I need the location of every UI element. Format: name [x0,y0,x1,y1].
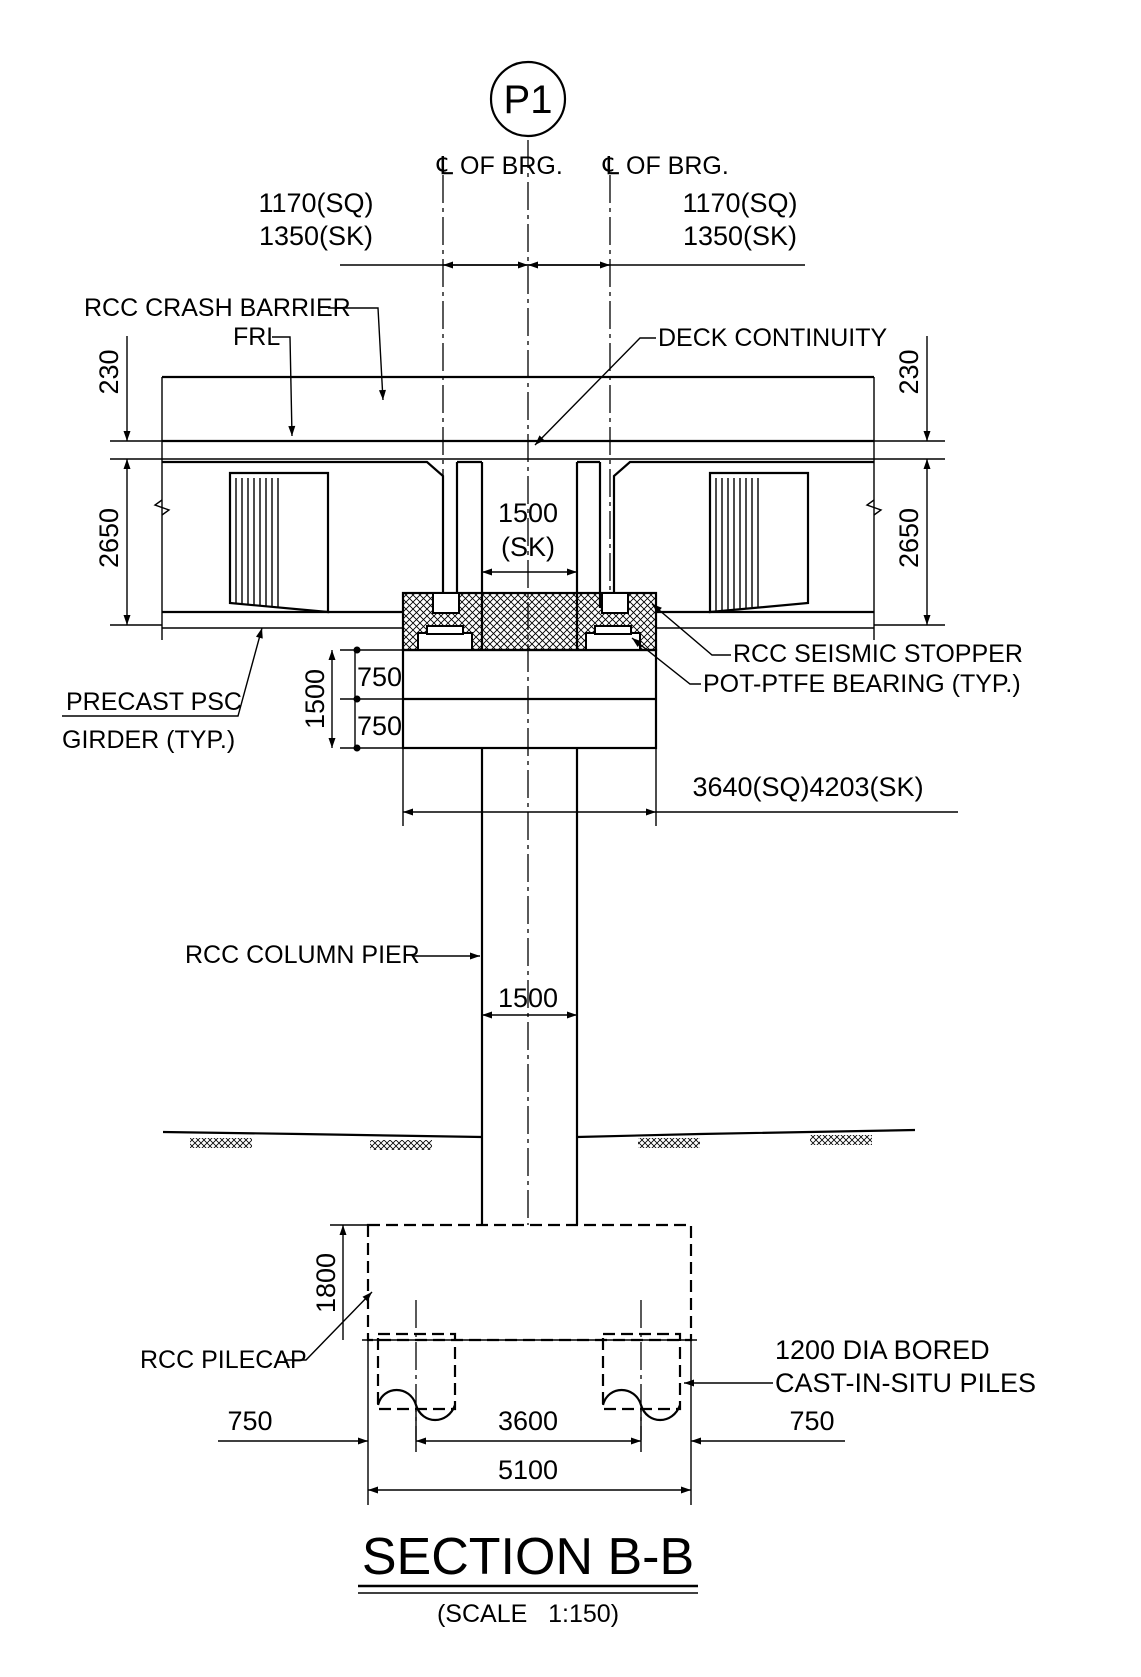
ground-line [162,1128,916,1150]
label-girder-line2: GIRDER (TYP.) [62,726,235,754]
pier-tag: P1 [489,60,567,138]
label-crash-barrier: RCC CRASH BARRIER [84,294,351,322]
dim-brg-left-sk: 1350(SK) [259,221,373,251]
dim-pile-spacing: 3600 [498,1406,558,1436]
pier-tag-label: P1 [504,78,553,122]
dim-edge-right: 750 [789,1406,834,1436]
dim-brg-right-sk: 1350(SK) [683,221,797,251]
leader-frl [272,336,296,437]
dim-edge-left: 750 [227,1406,272,1436]
bearing-centerline-left-label: ℄ OF BRG. [436,152,563,180]
leader-seismic-stopper [651,603,731,656]
dim-gap-width: 1500 [498,498,558,528]
label-column-pier: RCC COLUMN PIER [185,941,420,969]
dim-brg-right-sq: 1170(SQ) [682,188,797,218]
leader-deck-continuity [534,337,656,446]
pile-left [376,1300,457,1440]
label-piles-line1: 1200 DIA BORED [775,1335,990,1365]
pile-cap [362,1223,697,1342]
dim-brg-left-sq: 1170(SQ) [258,188,373,218]
pier-cap [401,648,658,750]
column-pier [480,748,579,1225]
leader-girder [62,627,263,717]
pot-bearing-right [585,625,641,651]
psc-girder-right [708,471,810,614]
label-seismic-stopper: RCC SEISMIC STOPPER [733,640,1023,668]
bearing-centerline-right-label: ℄ OF BRG. [602,152,729,180]
label-pilecap: RCC PILECAP [140,1346,307,1374]
section-title: SECTION B-B [362,1528,694,1586]
deck-slab [161,375,875,640]
dim-pier-cap-width: 3640(SQ)4203(SK) [692,772,923,802]
dim-girder-depth-left: 2650 [94,508,124,568]
dim-pier-cap-vertical [328,646,403,752]
dim-vertical-right [874,336,945,626]
psc-girder-left [228,471,330,614]
dim-line-pier-cap-width [402,748,958,826]
label-girder-line1: PRECAST PSC [66,688,242,716]
dim-column-width: 1500 [498,983,558,1013]
break-mark-left [153,499,171,516]
dim-pier-cap-total: 1500 [300,669,330,729]
dim-girder-depth-right: 2650 [894,508,924,568]
label-deck-continuity: DECK CONTINUITY [658,324,888,352]
dim-pilecap-depth: 1800 [311,1253,341,1313]
girder-webs [162,460,874,629]
dim-crash-barrier-right: 230 [894,349,924,394]
pier-tag-circle [489,60,567,138]
dim-crash-barrier-left: 230 [94,349,124,394]
leader-crash-barrier [328,307,386,401]
label-bearing: POT-PTFE BEARING (TYP.) [703,670,1021,698]
dim-pier-cap-upper: 750 [357,662,402,692]
pot-bearing-left [417,625,473,651]
break-mark-right [865,499,883,516]
label-piles-line2: CAST-IN-SITU PILES [775,1368,1036,1398]
leader-pilecap [284,1291,373,1361]
dim-gap-width-note: (SK) [501,532,555,562]
dim-vertical-left [110,336,162,626]
leader-bearing [631,637,701,685]
dim-line-bottom [218,1340,845,1505]
pile-right [601,1300,682,1440]
section-scale: (SCALE 1:150) [437,1600,619,1628]
dim-line-pilecap-depth [330,1224,368,1340]
dim-pier-cap-lower: 750 [357,711,402,741]
dim-pilecap-width: 5100 [498,1455,558,1485]
